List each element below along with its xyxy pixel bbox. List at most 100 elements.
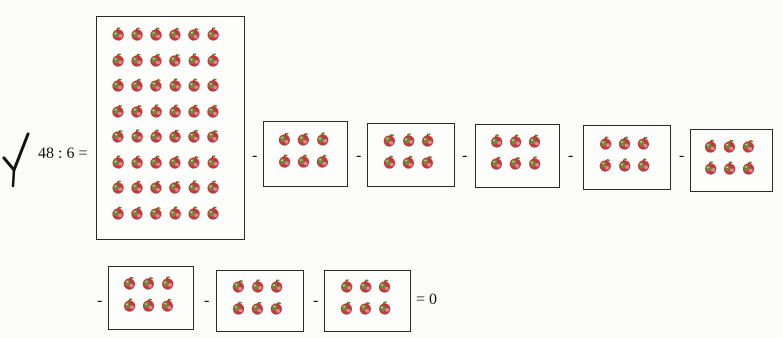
apple-icon xyxy=(383,133,397,147)
apple-icon xyxy=(130,180,144,194)
apple-icon xyxy=(111,154,125,169)
apple-icon xyxy=(206,154,220,169)
group-apple-grid xyxy=(703,139,760,183)
apple-icon xyxy=(130,155,144,169)
equation-expression: 48 : 6 = xyxy=(38,145,88,162)
minus-sign: - xyxy=(313,292,319,309)
apple-icon xyxy=(618,157,632,172)
total-box xyxy=(96,16,245,240)
apple-icon xyxy=(187,27,201,41)
apple-icon xyxy=(637,158,651,172)
apple-icon xyxy=(168,205,182,220)
apple-icon xyxy=(508,156,522,170)
apple-icon xyxy=(741,139,755,153)
apple-icon xyxy=(149,206,163,220)
apple-icon xyxy=(277,132,291,146)
group-apple-grid xyxy=(277,132,334,176)
apple-icon xyxy=(637,136,651,150)
apple-icon xyxy=(722,139,736,153)
apple-icon xyxy=(111,78,125,92)
apple-icon xyxy=(187,180,201,194)
apple-icon xyxy=(339,301,353,315)
apple-icon xyxy=(130,78,144,92)
apple-icon xyxy=(741,161,755,175)
group-box xyxy=(367,123,455,187)
apple-icon xyxy=(206,27,220,41)
minus-sign: - xyxy=(204,292,210,309)
apple-icon xyxy=(722,161,736,175)
equation-result: = 0 xyxy=(416,291,438,308)
apple-icon xyxy=(130,129,144,143)
apple-icon xyxy=(111,53,125,67)
apple-icon xyxy=(383,155,397,169)
group-box xyxy=(216,270,304,332)
group-apple-grid xyxy=(489,134,546,178)
group-box xyxy=(263,121,348,187)
apple-icon xyxy=(149,129,163,143)
apple-icon xyxy=(270,279,284,293)
apple-icon xyxy=(703,160,717,175)
apple-icon xyxy=(277,154,291,168)
apple-icon xyxy=(142,276,156,290)
apple-icon xyxy=(187,104,201,118)
apple-icon xyxy=(377,279,391,293)
group-box xyxy=(583,125,671,190)
apple-icon xyxy=(123,276,137,290)
apple-icon xyxy=(149,103,163,118)
apple-icon xyxy=(130,27,144,41)
apple-icon xyxy=(111,27,125,41)
group-box xyxy=(324,270,411,332)
apple-icon xyxy=(402,133,416,147)
apple-icon xyxy=(315,132,329,146)
apple-icon xyxy=(111,180,125,194)
apple-icon xyxy=(489,134,503,148)
apple-icon xyxy=(111,206,125,220)
apple-icon xyxy=(527,156,541,170)
group-box xyxy=(108,266,194,330)
apple-icon xyxy=(296,154,310,168)
apple-icon xyxy=(527,134,541,148)
apple-icon xyxy=(402,155,416,169)
apple-icon xyxy=(206,104,220,118)
apple-icon xyxy=(377,301,391,315)
apple-icon xyxy=(111,129,125,143)
apple-icon xyxy=(168,129,182,143)
apple-icon xyxy=(358,301,372,315)
apple-icon xyxy=(206,180,220,194)
apple-icon xyxy=(168,53,182,67)
apple-icon xyxy=(421,133,435,147)
apple-icon xyxy=(149,27,163,41)
apple-icon xyxy=(251,301,265,315)
apple-icon xyxy=(149,78,163,92)
minus-sign: - xyxy=(679,147,685,164)
apple-icon xyxy=(599,158,613,172)
apple-icon xyxy=(161,276,175,290)
apple-icon xyxy=(111,104,125,118)
minus-sign: - xyxy=(97,292,103,309)
group-box xyxy=(690,129,773,192)
apple-icon xyxy=(168,155,182,169)
apple-icon xyxy=(187,206,201,220)
checkmark-icon xyxy=(2,132,30,188)
apple-icon xyxy=(187,155,201,169)
group-apple-grid xyxy=(339,279,396,323)
apple-icon xyxy=(508,134,522,148)
group-apple-grid xyxy=(383,133,440,177)
apple-icon xyxy=(421,155,435,169)
apple-icon xyxy=(187,78,201,92)
apple-icon xyxy=(142,298,156,312)
apple-icon xyxy=(339,279,353,293)
apple-icon xyxy=(206,53,220,67)
apple-icon xyxy=(187,129,201,143)
apple-icon xyxy=(149,155,163,169)
apple-icon xyxy=(206,206,220,220)
apple-icon xyxy=(149,180,163,194)
apple-icon xyxy=(130,206,144,220)
minus-sign: - xyxy=(252,147,258,164)
apple-icon xyxy=(130,104,144,118)
total-apple-grid xyxy=(111,27,225,231)
apple-icon xyxy=(168,78,182,92)
apple-icon xyxy=(599,136,613,150)
apple-icon xyxy=(149,53,163,67)
apple-icon xyxy=(618,136,632,150)
